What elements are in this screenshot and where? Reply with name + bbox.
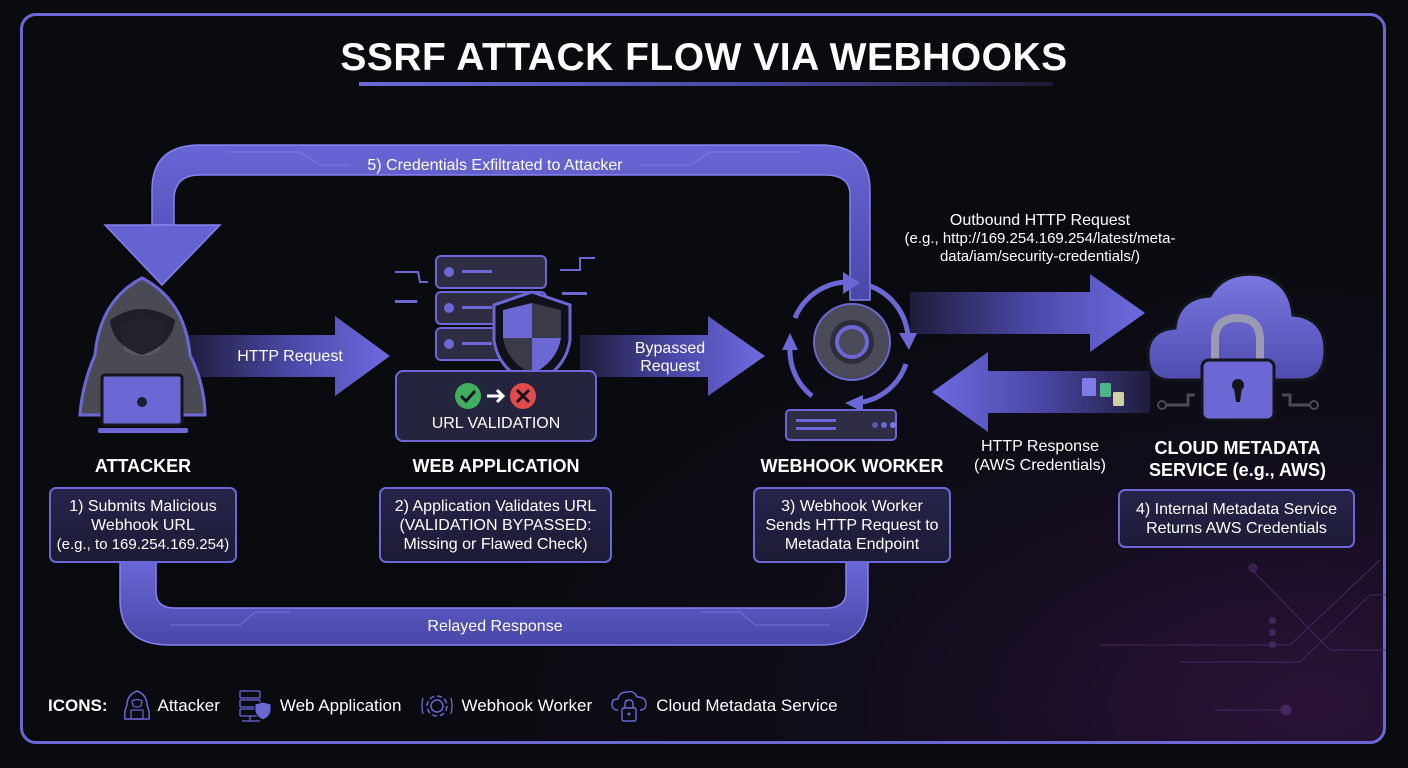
- circuit-decoration: [1100, 559, 1386, 716]
- legend-item-web-application: Web Application: [238, 689, 402, 723]
- webhook-worker-icon: [782, 272, 917, 441]
- outbound-request-label-line2: (e.g., http://169.254.169.254/latest/met…: [904, 230, 1176, 247]
- step-4-box: 4) Internal Metadata Service Returns AWS…: [1118, 489, 1355, 548]
- legend-heading: ICONS:: [48, 696, 108, 715]
- exfiltration-loop-arrow: [103, 144, 871, 301]
- icon-legend: ICONS: Attacker Web Application Webhook …: [48, 690, 848, 722]
- step-4-line: Returns AWS Credentials: [1146, 519, 1327, 537]
- credential-documents-icon: [1082, 378, 1124, 406]
- web-application-title: WEB APPLICATION: [412, 456, 580, 476]
- bypassed-request-arrow: [580, 316, 765, 396]
- legend-item-cloud-metadata: Cloud Metadata Service: [610, 688, 838, 724]
- legend-label: Cloud Metadata Service: [656, 696, 838, 715]
- legend-item-webhook-worker: Webhook Worker: [419, 688, 592, 724]
- outbound-request-label-line3: data/iam/security-credentials/): [939, 248, 1141, 265]
- attacker-icon: [123, 690, 150, 720]
- step-1-box: 1) Submits Malicious Webhook URL (e.g., …: [49, 487, 237, 563]
- step-2-line: (VALIDATION BYPASSED:: [399, 516, 592, 534]
- step-3-line: Metadata Endpoint: [784, 535, 920, 553]
- step-3-box: 3) Webhook Worker Sends HTTP Request to …: [753, 487, 951, 563]
- step-3-line: 3) Webhook Worker: [781, 497, 923, 515]
- webhook-worker-icon: [421, 695, 454, 717]
- http-response-label-line2: (AWS Credentials): [974, 457, 1106, 474]
- step-2-box: 2) Application Validates URL (VALIDATION…: [379, 487, 612, 563]
- http-request-label: HTTP Request: [237, 348, 343, 365]
- step-1-line: (e.g., to 169.254.169.254): [56, 535, 230, 553]
- legend-item-attacker: Attacker: [122, 689, 220, 723]
- step-1-line: 1) Submits Malicious: [69, 497, 217, 515]
- http-request-arrow: [185, 316, 390, 396]
- exfiltration-label: 5) Credentials Exfiltrated to Attacker: [367, 157, 623, 174]
- relayed-response-label: Relayed Response: [427, 618, 563, 635]
- http-response-label-line1: HTTP Response: [981, 438, 1099, 455]
- url-validation-panel: [395, 370, 597, 442]
- step-3-line: Sends HTTP Request to: [765, 516, 939, 534]
- step-1-line: Webhook URL: [91, 516, 195, 534]
- legend-label: Web Application: [279, 696, 402, 715]
- webhook-worker-title: WEBHOOK WORKER: [760, 456, 944, 476]
- legend-label: Webhook Worker: [461, 696, 593, 715]
- step-4-line: 4) Internal Metadata Service: [1136, 500, 1337, 518]
- cloud-metadata-title-line2: SERVICE (e.g., AWS): [1148, 460, 1327, 480]
- title-underline: [359, 82, 1053, 86]
- web-application-icon: [395, 255, 595, 387]
- web-application-icon: [239, 690, 272, 722]
- arrow-right-icon: [487, 388, 506, 404]
- attacker-icon: [78, 276, 207, 433]
- url-validation-label: URL VALIDATION: [431, 415, 561, 432]
- step-2-line: Missing or Flawed Check): [403, 535, 588, 553]
- attacker-title: ATTACKER: [94, 456, 192, 476]
- cloud-metadata-title-line1: CLOUD METADATA: [1154, 438, 1321, 458]
- legend-label: Attacker: [157, 696, 220, 715]
- cloud-lock-icon: [1146, 272, 1327, 422]
- diagram-title: SSRF ATTACK FLOW VIA WEBHOOKS: [340, 36, 1068, 79]
- http-response-arrow: [932, 352, 1150, 432]
- cloud-metadata-icon: [611, 690, 647, 722]
- outbound-request-label-line1: Outbound HTTP Request: [949, 212, 1131, 229]
- check-icon: [455, 383, 481, 409]
- outbound-request-arrow: [910, 274, 1145, 352]
- bypassed-request-label-line1: Bypassed: [634, 340, 706, 357]
- bypassed-request-label-line2: Request: [640, 358, 700, 375]
- step-2-line: 2) Application Validates URL: [394, 497, 597, 515]
- relayed-response-loop: [119, 561, 869, 646]
